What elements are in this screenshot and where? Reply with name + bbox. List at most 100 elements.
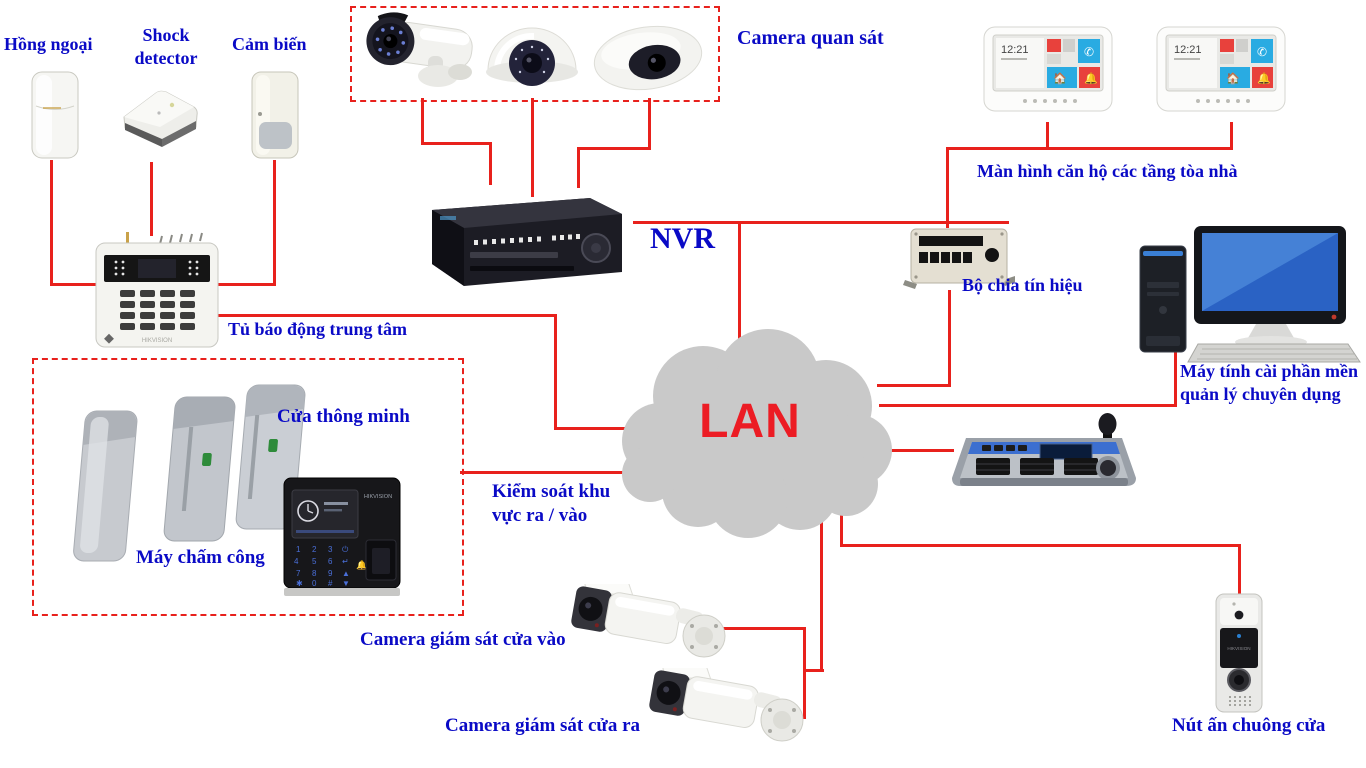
connector-line: [577, 147, 651, 150]
intercom-monitor-image: 12:21 ✆ 🏠 🔔: [983, 26, 1113, 121]
connector-line: [460, 471, 640, 474]
svg-text:HIKVISION: HIKVISION: [142, 338, 172, 344]
management-computer-image: [1136, 224, 1366, 371]
connector-line: [50, 283, 96, 286]
svg-text:✱: ✱: [296, 579, 303, 588]
attendance-machine-image: HIKVISION 1 2 3 ⏻ 4 5 6 ↵ 7 8 9 ▲ ✱ 0 # ▼ 🔔: [282, 476, 404, 603]
entrance-camera-image: [556, 579, 734, 677]
camera-group-box: [350, 6, 720, 102]
connector-line: [1174, 350, 1177, 407]
svg-text:⏻: ⏻: [342, 545, 349, 554]
connector-line: [421, 142, 492, 145]
bullet-camera-icon: [358, 10, 488, 101]
connector-line: [215, 283, 276, 286]
connector-line: [633, 221, 1009, 224]
connector-line: [820, 477, 823, 672]
connector-line: [215, 314, 557, 317]
connector-line: [554, 314, 557, 430]
connector-line: [717, 627, 806, 630]
svg-text:6: 6: [328, 557, 333, 566]
connector-line: [273, 160, 276, 285]
connector-line: [946, 147, 949, 228]
svg-text:3: 3: [328, 545, 333, 554]
label-tu-bao-dong: Tủ báo động trung tâm: [228, 319, 408, 339]
svg-text:8: 8: [312, 569, 317, 578]
label-may-cham-cong: Máy chấm công: [136, 547, 265, 568]
svg-text:🏠: 🏠: [1226, 72, 1240, 85]
lan-cloud: [608, 326, 893, 546]
doorbell-image: HIKVISION: [1210, 592, 1268, 721]
exit-camera-image: [634, 663, 812, 761]
svg-text:0: 0: [312, 579, 317, 588]
connector-line: [738, 224, 741, 344]
svg-text:7: 7: [296, 569, 301, 578]
connector-line: [1046, 122, 1049, 150]
connector-line: [50, 160, 53, 285]
svg-text:#: #: [328, 579, 333, 588]
label-camera-ra: Camera giám sát cửa ra: [445, 715, 641, 736]
label-shock-line1: Shock: [142, 25, 190, 45]
svg-text:4: 4: [294, 557, 299, 566]
label-camera-quan-sat: Camera quan sát: [737, 27, 884, 49]
connector-line: [879, 404, 1177, 407]
connector-line: [421, 98, 424, 145]
svg-text:▲: ▲: [342, 569, 350, 578]
label-bo-chia: Bộ chia tín hiệu: [962, 275, 1083, 295]
label-kiem-soat-line1: Kiểm soát khu: [492, 481, 611, 502]
ptz-keyboard-image: [948, 412, 1140, 509]
fisheye-camera-icon: [590, 22, 708, 101]
shock-detector-image: [112, 84, 204, 157]
lan-label: LAN: [699, 395, 801, 448]
label-cam-bien: Cảm biến: [232, 34, 307, 54]
connector-line: [554, 427, 632, 430]
connector-line: [877, 384, 951, 387]
label-shock-detector: Shock detector: [112, 24, 220, 69]
signal-splitter-image: [903, 224, 1015, 299]
svg-text:🔔: 🔔: [1257, 72, 1271, 85]
svg-text:↵: ↵: [342, 557, 349, 566]
connector-line: [1230, 122, 1233, 150]
svg-text:12:21: 12:21: [1174, 44, 1202, 56]
connector-line: [804, 669, 824, 672]
svg-text:2: 2: [312, 545, 317, 554]
motion-sensor-image: [246, 70, 304, 165]
connector-line: [946, 147, 1233, 150]
connector-line: [577, 147, 580, 188]
connector-line: [648, 98, 651, 150]
svg-text:✆: ✆: [1084, 45, 1094, 59]
label-man-hinh: Màn hình căn hộ các tầng tòa nhà: [977, 161, 1238, 181]
label-camera-vao: Camera giám sát cửa vào: [360, 629, 566, 650]
connector-line: [803, 627, 806, 719]
connector-line: [489, 142, 492, 185]
label-cua-thong-minh: Cửa thông minh: [277, 406, 410, 427]
label-nvr: NVR: [650, 222, 715, 255]
svg-text:HIKVISION: HIKVISION: [1227, 646, 1250, 651]
dome-camera-icon: [478, 16, 586, 103]
access-control-group-box: [32, 358, 464, 616]
label-nut-chuong: Nút ấn chuông cửa: [1172, 715, 1326, 736]
svg-text:1: 1: [296, 545, 301, 554]
label-may-tinh-line1: Máy tính cài phần mền: [1180, 361, 1359, 381]
label-hong-ngoai: Hồng ngoại: [4, 34, 93, 54]
svg-text:12:21: 12:21: [1001, 44, 1029, 56]
label-may-tinh-line2: quản lý chuyên dụng: [1180, 383, 1341, 404]
svg-text:🏠: 🏠: [1053, 72, 1067, 85]
connector-line: [150, 162, 153, 236]
label-may-tinh: Máy tính cài phần mền quản lý chuyên dụn…: [1180, 360, 1366, 405]
label-kiem-soat-line2: vực ra / vào: [492, 504, 588, 526]
svg-text:🔔: 🔔: [356, 560, 367, 570]
label-shock-line2: detector: [134, 47, 198, 68]
svg-text:▼: ▼: [342, 579, 350, 588]
svg-text:✆: ✆: [1257, 45, 1267, 59]
nvr-device-image: [418, 194, 636, 301]
svg-text:9: 9: [328, 569, 333, 578]
connector-line: [841, 544, 1241, 547]
svg-text:HIKVISION: HIKVISION: [364, 494, 392, 500]
intercom-monitor-image: 12:21 ✆ 🏠 🔔: [1156, 26, 1286, 121]
label-kiem-soat: Kiểm soát khu vực ra / vào: [492, 480, 652, 528]
svg-text:5: 5: [312, 557, 317, 566]
connector-line: [531, 98, 534, 197]
pir-sensor-image: [28, 70, 82, 165]
connector-line: [1238, 544, 1241, 599]
